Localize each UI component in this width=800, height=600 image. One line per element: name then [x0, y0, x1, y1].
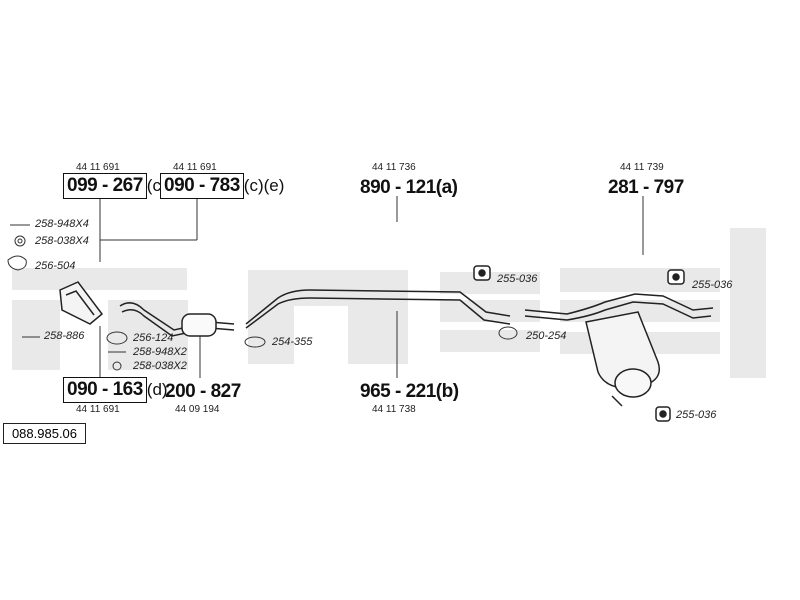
- exhaust-pipes: [59, 281, 714, 407]
- accessory-258-948x4: 258-948X4: [35, 218, 89, 230]
- accessory-258-886: 258-886: [44, 330, 85, 342]
- accessory-symbols: [7, 224, 518, 371]
- accessory-258-038x2: 258-038X2: [133, 360, 187, 372]
- catalog-number: 088.985.06: [3, 423, 86, 444]
- accessory-255-036-right: 255-036: [692, 279, 733, 291]
- accessory-255-036-bottom: 255-036: [676, 409, 717, 421]
- accessory-258-038x4: 258-038X4: [35, 235, 89, 247]
- part-090-783: 090 - 783(c)(e): [160, 173, 285, 199]
- accessory-254-355: 254-355: [272, 336, 313, 348]
- oe-ref-890-121: 44 11 736: [372, 162, 416, 173]
- accessory-255-036-mid: 255-036: [497, 273, 538, 285]
- part-890-121: 890 - 121(a): [360, 177, 458, 198]
- part-090-163: 090 - 163(d): [63, 377, 168, 403]
- part-281-797: 281 - 797: [608, 177, 684, 198]
- part-number-090-163: 090 - 163: [63, 377, 147, 403]
- oe-ref-090-783: 44 11 691: [173, 162, 217, 173]
- accessory-256-124: 256-124: [133, 332, 174, 344]
- oe-ref-200-827: 44 09 194: [175, 404, 220, 415]
- oe-ref-281-797: 44 11 739: [620, 162, 664, 173]
- part-suffix-090-163: (d): [146, 380, 168, 399]
- accessory-256-504: 256-504: [35, 260, 76, 272]
- accessory-258-948x2: 258-948X2: [133, 346, 187, 358]
- watermark-logo: [12, 228, 766, 378]
- part-number-090-783: 090 - 783: [160, 173, 244, 199]
- part-200-827: 200 - 827: [165, 381, 241, 402]
- oe-ref-965-221: 44 11 738: [372, 404, 416, 415]
- part-099-267: 099 - 267(c): [63, 173, 167, 199]
- part-suffix-090-783: (c)(e): [243, 176, 285, 195]
- oe-ref-099-267: 44 11 691: [76, 162, 120, 173]
- rubber-hangers: [473, 265, 685, 422]
- part-number-099-267: 099 - 267: [63, 173, 147, 199]
- oe-ref-090-163: 44 11 691: [76, 404, 120, 415]
- accessory-250-254: 250-254: [526, 330, 567, 342]
- part-965-221: 965 - 221(b): [360, 381, 459, 402]
